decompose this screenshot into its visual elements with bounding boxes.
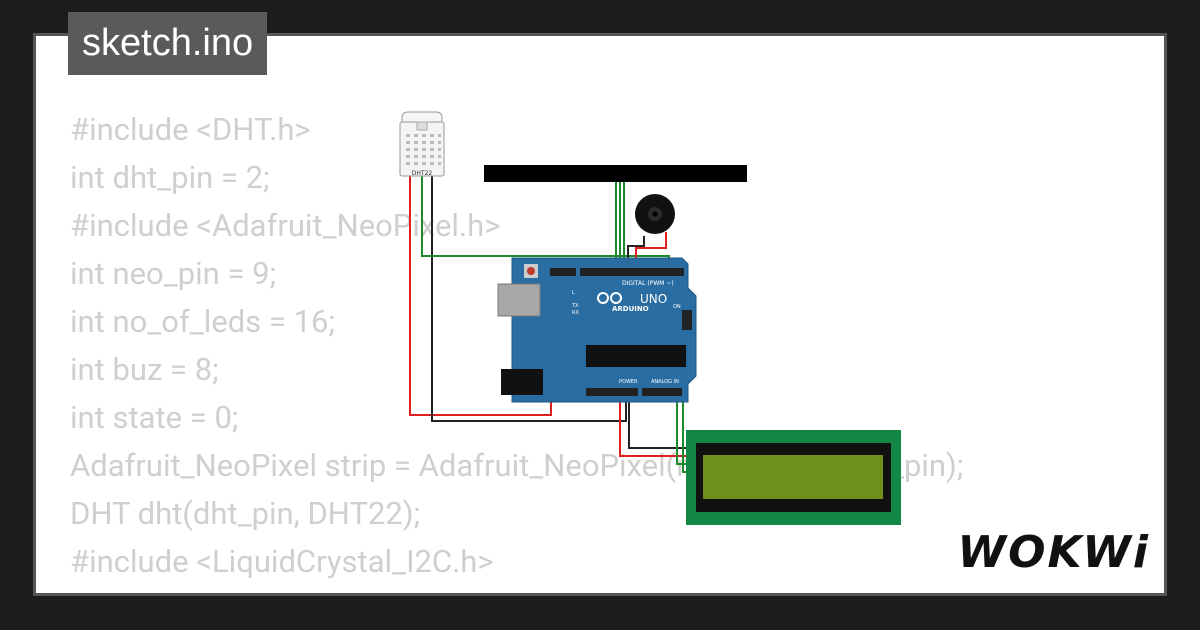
wire-dht-gnd [431,176,627,422]
code-line: LiquidCrystal_I2C lcd(0x27, 16, 2); [70,586,963,593]
board-brand: ARDUINO [612,305,649,313]
digital-header [550,268,684,276]
analog-label: ANALOG IN [651,379,679,385]
icsp-header [682,310,692,330]
power-label: POWER [619,379,638,385]
wire-lcd-gnd [628,393,686,449]
code-line: int buz = 8; [70,351,219,388]
digital-label: DIGITAL (PWM ~) [622,280,674,287]
code-line: #include <LiquidCrystal_I2C.h> [70,543,494,580]
tx-label: TX [571,303,579,309]
arduino-infinity-logo [597,292,622,304]
dht22-vents [406,134,441,165]
usb-port [497,283,541,317]
analog-header [586,388,682,396]
rx-label: RX [572,310,579,316]
code-line: int neo_pin = 9; [70,255,277,292]
wire-lcd-sda [676,393,686,465]
on-label: ON [673,304,681,310]
code-line: #include <DHT.h> [70,111,311,148]
atmega-chip [586,345,686,367]
arduino-uno[interactable]: ARDUINO UNO DIGITAL (PWM ~) POWER ANALOG… [497,257,697,403]
dht22-sensor[interactable]: DHT22 [399,111,445,177]
code-preview: #include <DHT.h> int dht_pin = 2; #include… [70,106,963,593]
power-jack [501,369,543,395]
buzzer[interactable] [635,194,675,234]
wokwi-logo: WOKWi [957,527,1150,578]
wire-buzzer-signal [627,236,645,268]
wire-dht-data [421,176,670,268]
dht22-label: DHT22 [412,170,433,177]
code-line: #include <Adafruit_NeoPixel.h> [70,207,501,244]
lcd-screen [703,455,883,499]
code-line: DHT dht(dht_pin, DHT22); [70,495,421,532]
circuit-diagram: DHT22 ARDUINO [399,111,901,525]
wire-lcd-scl [682,393,686,473]
wire-lcd-vcc [619,393,686,457]
lcd-display[interactable] [686,430,901,525]
wire-dht-vcc [409,176,552,416]
file-tab-title: sketch.ino [68,12,268,75]
code-line: int dht_pin = 2; [70,159,270,196]
l-label: L [572,290,575,296]
board-model: UNO [640,292,667,306]
preview-card: #include <DHT.h> int dht_pin = 2; #include… [33,33,1167,596]
neopixel-strip[interactable] [484,165,747,182]
code-line: int no_of_leds = 16; [70,303,335,340]
code-line: int state = 0; [70,399,239,436]
